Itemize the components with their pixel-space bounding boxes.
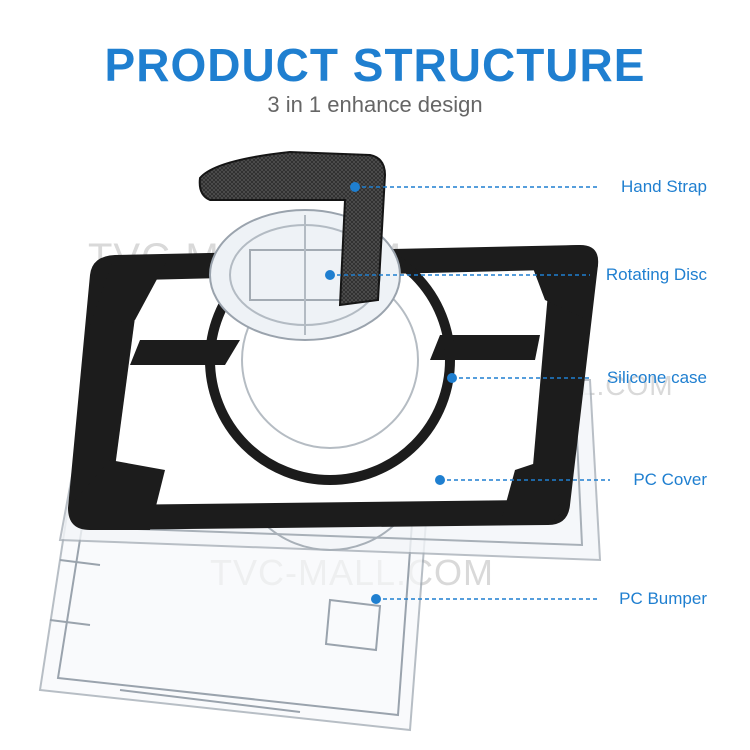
callout-dot-hand-strap bbox=[350, 182, 360, 192]
callout-dots bbox=[325, 182, 457, 604]
hand-strap bbox=[198, 150, 387, 307]
callout-label-rotating-disc: Rotating Disc bbox=[605, 265, 707, 284]
callout-dot-pc-cover bbox=[435, 475, 445, 485]
callout-dot-silicone-case bbox=[447, 373, 457, 383]
callout-label-pc-bumper: PC Bumper bbox=[619, 589, 707, 608]
callout-dot-rotating-disc bbox=[325, 270, 335, 280]
callout-leaders bbox=[330, 186, 610, 600]
callout-dot-pc-bumper bbox=[371, 594, 381, 604]
callout-label-hand-strap: Hand Strap bbox=[621, 177, 707, 196]
callout-label-silicone-case: Silicone case bbox=[606, 368, 707, 387]
page-title: PRODUCT STRUCTURE bbox=[104, 39, 646, 91]
silicone-case-frame bbox=[68, 235, 599, 530]
callout-label-pc-cover: PC Cover bbox=[633, 470, 707, 489]
page-subtitle: 3 in 1 enhance design bbox=[267, 92, 483, 117]
